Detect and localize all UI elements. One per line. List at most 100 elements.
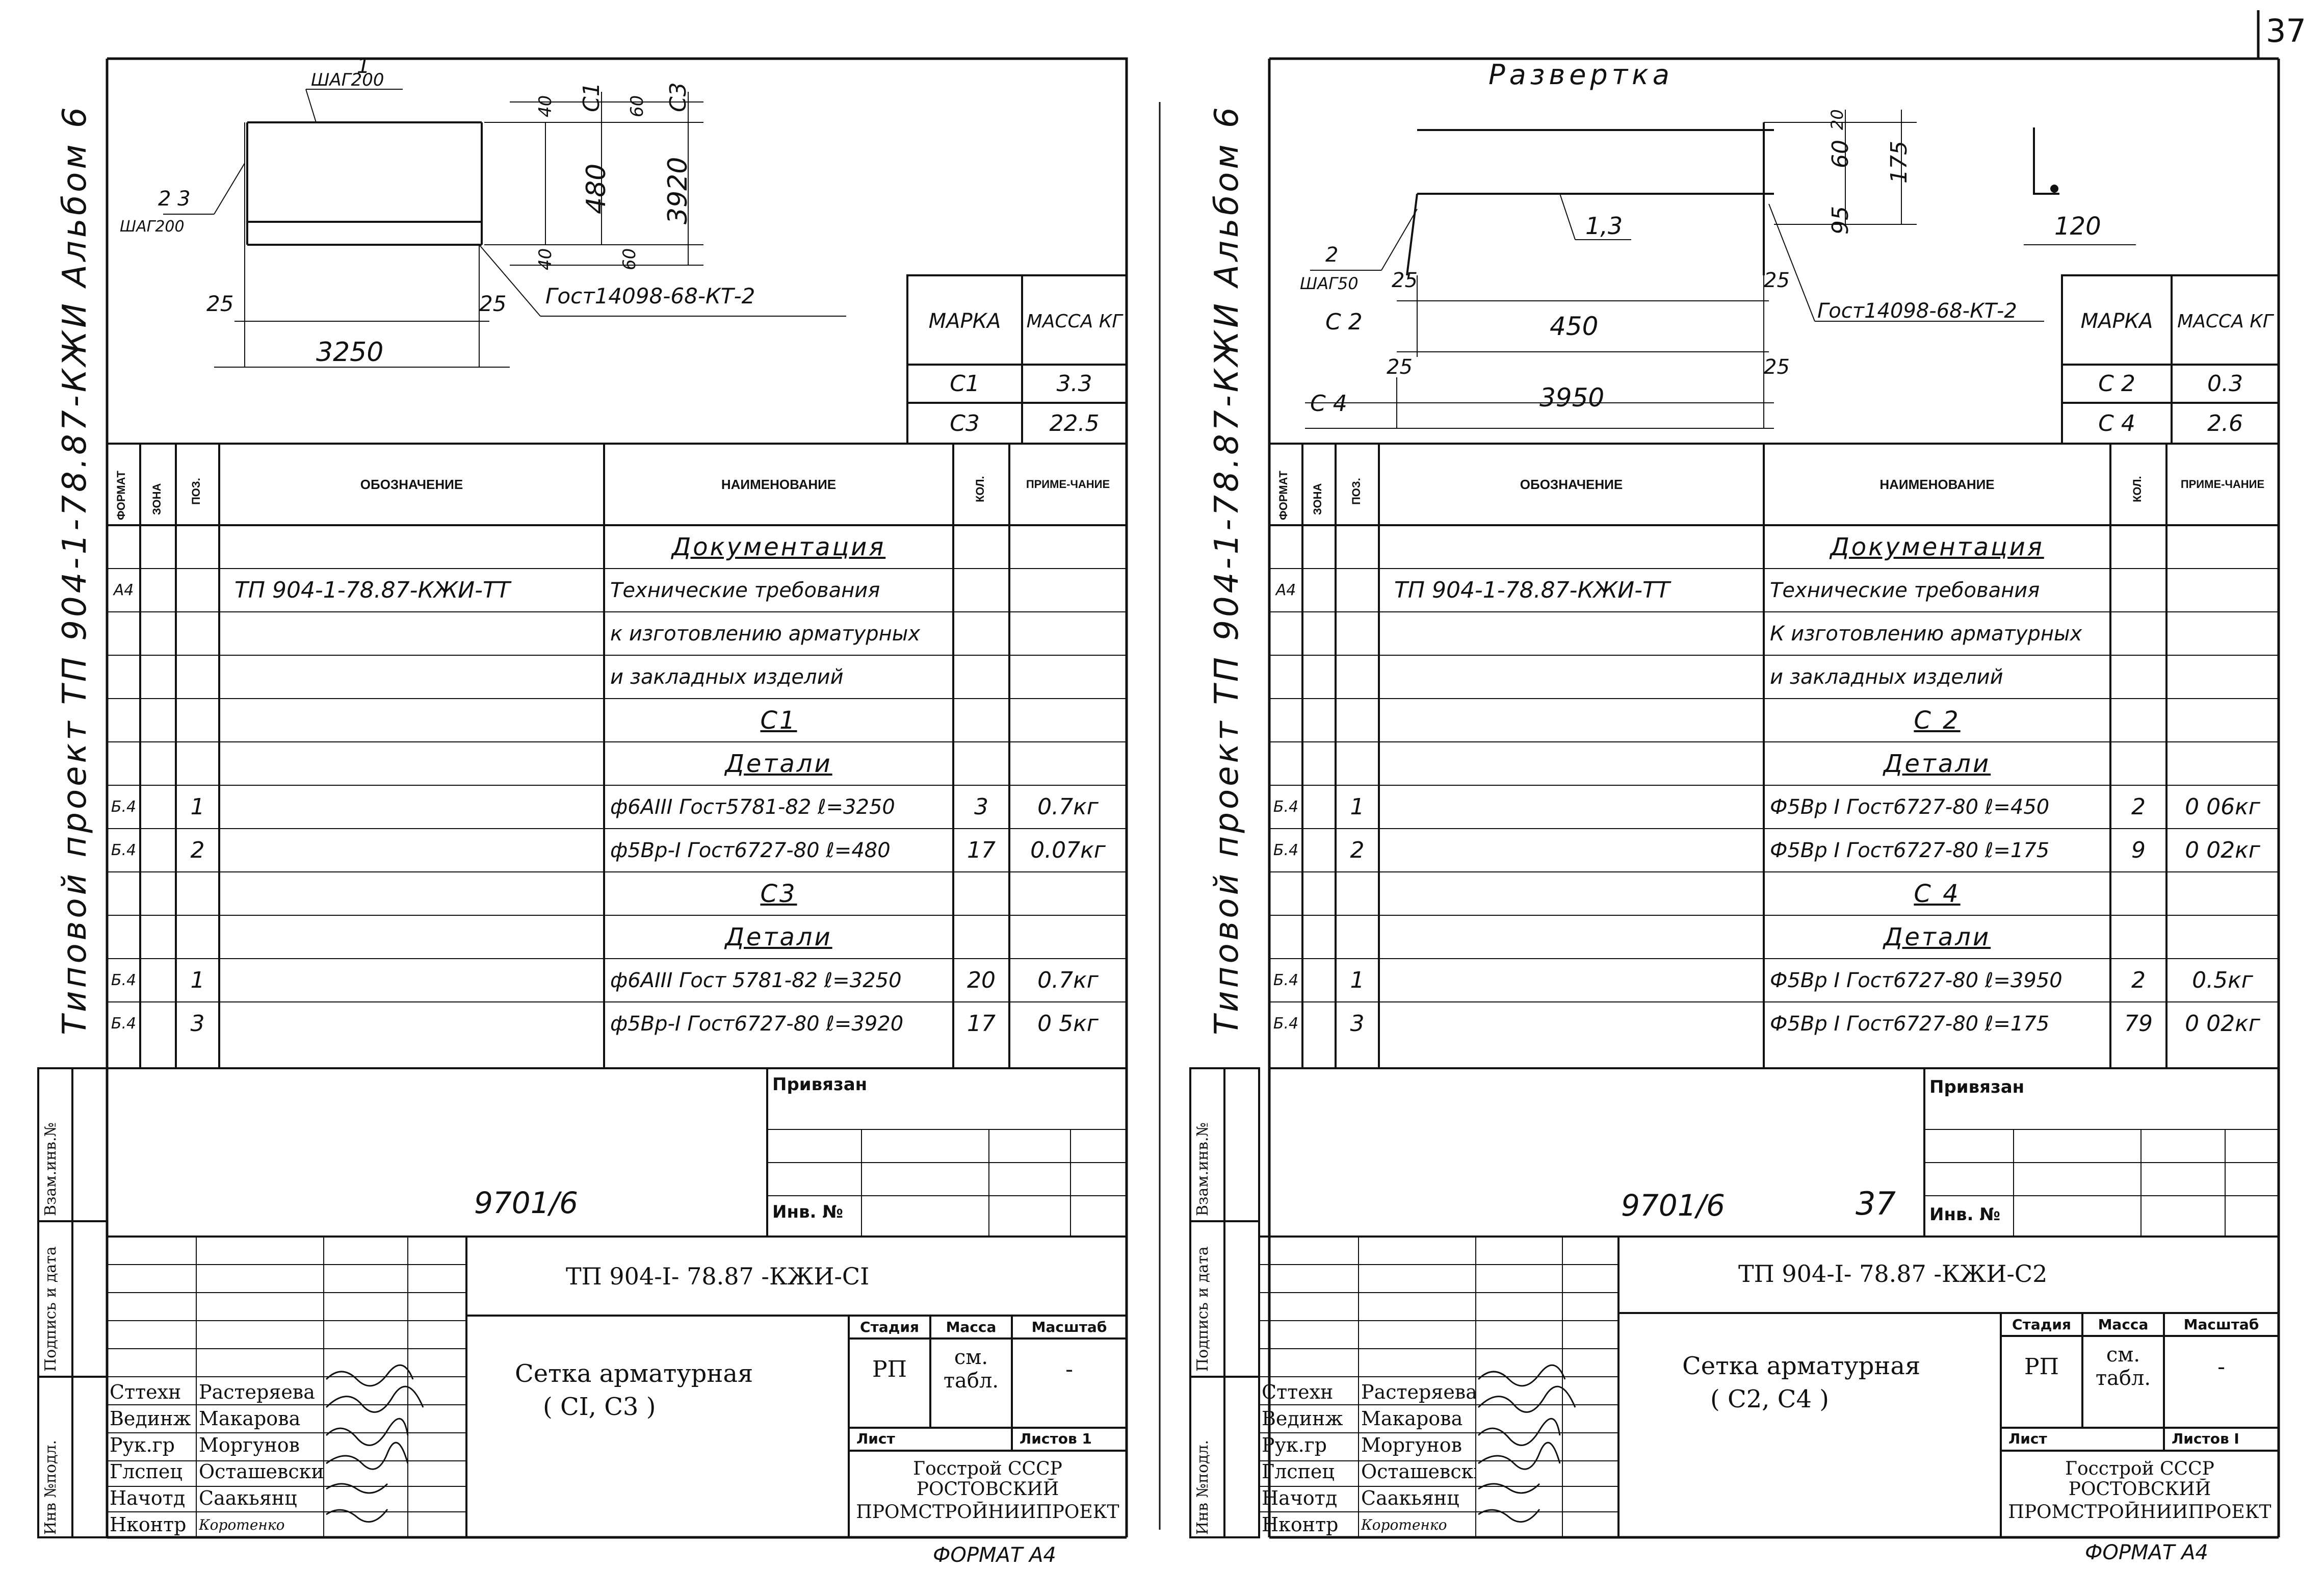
spec-format-cell [107, 612, 140, 655]
spec-pos-cell [1336, 655, 1379, 699]
step-label: ШАГ200 [120, 218, 185, 236]
spec-designation-cell [1379, 785, 1779, 829]
dimension-label: 25 [1764, 355, 1790, 379]
privyazan-label: Привязан [772, 1074, 868, 1095]
spec-format-cell [107, 699, 140, 742]
spec-format-cell [1269, 525, 1302, 569]
spec-note-cell [1009, 612, 1127, 655]
spec-qty-cell [2110, 915, 2166, 959]
spec-qty-cell: 17 [967, 1011, 996, 1037]
mass-cell: 2.6 [2207, 410, 2243, 436]
spec-note-cell [2166, 699, 2279, 742]
signatory-role: Глспец [110, 1460, 182, 1483]
spec-pos-cell [176, 872, 219, 915]
spec-designation-cell [219, 872, 619, 915]
signatory-name: Саакьянц [1361, 1487, 1459, 1509]
dimension-label: 120 [2054, 212, 2101, 241]
signature-scribble [325, 1364, 414, 1387]
spec-header-name: НАИМЕНОВАНИЕ [1879, 476, 1995, 492]
mass-header: МАССА КГ [1026, 311, 1122, 332]
spec-pos-cell: 2 [1350, 837, 1365, 863]
signatory-role: Вединж [1262, 1407, 1343, 1430]
signatory-role: Начотд [110, 1487, 186, 1509]
spec-name-cell: ф6АIII Гост5781-82 ℓ=3250 [610, 795, 895, 819]
stage-value: РП [872, 1356, 907, 1382]
gost-label: Гост14098-68-КТ-2 [1817, 299, 2017, 323]
dimension-label: 480 [581, 163, 612, 214]
spec-designation-cell [219, 915, 619, 959]
spec-note-cell: 0.7кг [1037, 967, 1099, 993]
spec-pos-cell: 3 [190, 1011, 205, 1037]
spec-name-cell: Детали [725, 922, 832, 951]
spec-qty-cell: 17 [967, 837, 996, 863]
document-code: ТП 904-I- 78.87 -КЖИ-C2 [1738, 1260, 2048, 1288]
spec-header-zone: ЗОНА [1311, 483, 1324, 515]
spec-pos-cell [1336, 872, 1379, 915]
signatory-name: Макарова [1361, 1407, 1463, 1430]
archive-number: 9701/6 [474, 1186, 579, 1220]
spec-designation-cell [1379, 612, 1779, 655]
spec-note-cell [2166, 872, 2279, 915]
spec-name-cell: Ф5Вр I Гост6727-80 ℓ=175 [1770, 838, 2050, 862]
spec-qty-cell [2110, 655, 2166, 699]
mass-label: Масса [946, 1319, 997, 1335]
spec-pos-cell: 1 [1350, 794, 1365, 820]
spec-name-cell: ф5Вр-I Гост6727-80 ℓ=3920 [610, 1012, 904, 1036]
spec-pos-cell [1336, 915, 1379, 959]
position-label: 2 3 [158, 187, 191, 211]
spec-pos-cell [176, 742, 219, 785]
spec-header-pos: ПОЗ. [1350, 478, 1363, 505]
spec-header-format: ФОРМАТ [115, 471, 127, 520]
spec-qty-cell [2110, 742, 2166, 785]
spec-name-cell: ф5Вр-I Гост6727-80 ℓ=480 [610, 838, 891, 862]
spec-header-note: ПРИМЕ-ЧАНИЕ [1026, 478, 1110, 491]
spec-note-cell [2166, 742, 2279, 785]
signatory-name: Растеряева [1361, 1381, 1476, 1403]
signatory-name: Растеряева [199, 1381, 315, 1403]
side-project-title: Типовой проект ТП 904-1-78.87-КЖИ Альбом… [1208, 104, 1246, 1035]
org-line2: РОСТОВСКИЙ [916, 1479, 1059, 1499]
stage-label: Стадия [2012, 1316, 2071, 1333]
spec-note-cell [2166, 525, 2279, 569]
spec-name-cell: и закладных изделий [1770, 665, 2003, 689]
spec-header-designation: ОБОЗНАЧЕНИЕ [1520, 476, 1623, 492]
dimension-label: 25 [1387, 355, 1413, 379]
spec-pos-cell: 3 [1350, 1011, 1365, 1037]
spec-qty-cell [2110, 872, 2166, 915]
signatory-role: Рук.гр [1262, 1434, 1327, 1456]
signatory-name: Коротенко [1361, 1516, 1447, 1533]
spec-qty-cell: 3 [974, 794, 988, 820]
spec-name-cell: Ф5Вр I Гост6727-80 ℓ=3950 [1770, 968, 2062, 992]
mass-value: см. табл. [943, 1346, 999, 1393]
spec-name-cell: Детали [725, 749, 832, 778]
spec-name-cell: Технические требования [1770, 578, 2040, 602]
spec-note-cell [2166, 655, 2279, 699]
inv-number-label: Инв. № [1929, 1204, 2001, 1225]
spec-pos-cell: 2 [190, 837, 205, 863]
spec-designation-cell [219, 655, 619, 699]
mark-cell: C3 [950, 410, 980, 436]
spec-format-cell [107, 742, 140, 785]
spec-header-pos: ПОЗ. [190, 478, 202, 505]
drawing-heading: Развертка [1489, 59, 1674, 91]
spec-pos-cell [176, 915, 219, 959]
mass-header: МАССА КГ [2177, 311, 2273, 332]
dimension-label: 60 [1827, 140, 1853, 168]
stamp-inv-label: Инв №подл. [42, 1439, 60, 1535]
spec-pos-cell: 1 [190, 794, 205, 820]
spec-header-format: ФОРМАТ [1277, 471, 1290, 520]
spec-designation-cell [1379, 959, 1779, 1002]
dimension-label: 25 [479, 291, 507, 316]
spec-name-cell: к изготовлению арматурных [610, 622, 921, 646]
dimension-label: 3950 [1539, 383, 1605, 413]
stamp-inv-label: Инв №подл. [1194, 1439, 1212, 1535]
mark-header: МАРКА [928, 310, 1001, 333]
org-line3: ПРОМСТРОЙНИИПРОЕКТ [856, 1502, 1119, 1522]
spec-qty-cell: 2 [2131, 967, 2146, 993]
spec-header-qty: КОЛ. [974, 476, 986, 502]
spec-designation-cell: ТП 904-1-78.87-КЖИ-ТТ [234, 577, 510, 603]
spec-format-cell: Б.4 [111, 841, 137, 859]
spec-pos-cell: 1 [1350, 967, 1365, 993]
sheet-label: Лист [2008, 1430, 2047, 1447]
mass-cell: 0.3 [2207, 371, 2243, 397]
